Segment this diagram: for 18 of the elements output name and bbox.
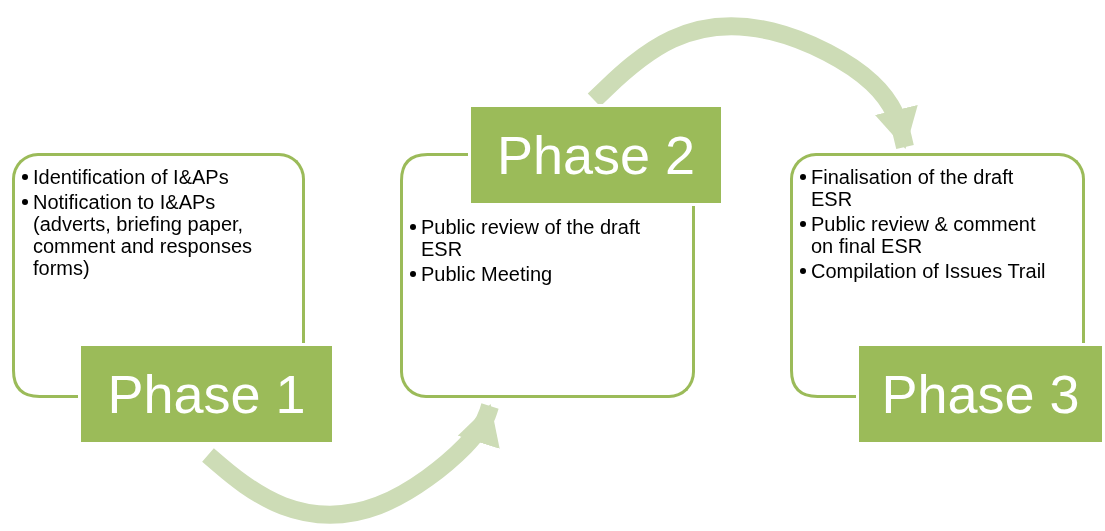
content-box — [790, 153, 1085, 343]
curved-arrow — [587, 17, 918, 150]
bullet-text: Compilation of Issues Trail — [811, 260, 1046, 282]
phase-title: Phase 1 — [107, 363, 306, 425]
content-box — [12, 153, 305, 343]
bullet-text: Public Meeting — [421, 263, 553, 285]
bullet-text: Public review of the draft ESR — [421, 216, 640, 260]
phase-label-box — [78, 343, 335, 445]
phase-title: Phase 2 — [496, 124, 696, 186]
bullet-text: Finalisation of the draft ESR — [811, 166, 1014, 210]
phase-label-box — [468, 104, 724, 206]
content-box — [400, 206, 695, 398]
bullet-text: Notification to I&APs (adverts, briefing paper, comment and responses forms) — [33, 191, 252, 279]
bullet-text: Identification of I&APs — [33, 166, 229, 188]
phase-title: Phase 3 — [881, 363, 1080, 425]
bullet-text: Public review & comment on final ESR — [811, 213, 1036, 257]
phase-label-box — [856, 343, 1105, 445]
curved-arrow — [202, 402, 500, 524]
